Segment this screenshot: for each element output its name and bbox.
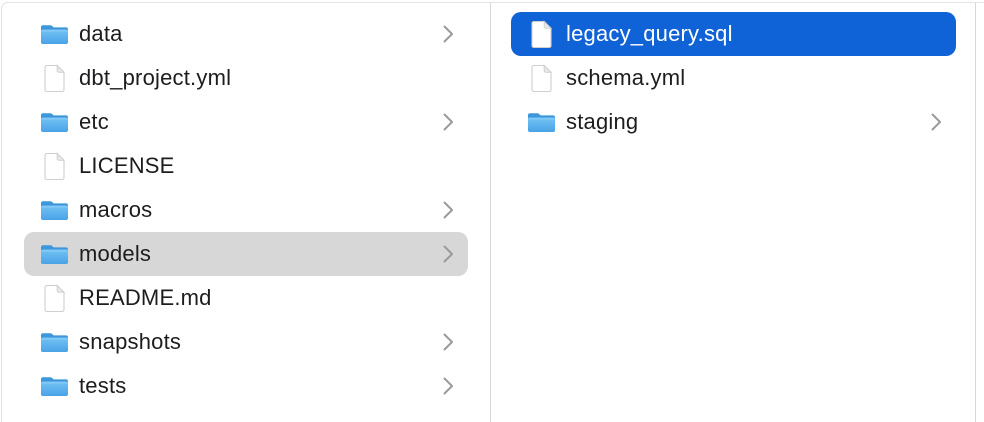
file-row-dbt_project.yml[interactable]: dbt_project.yml (24, 56, 468, 100)
folder-row-macros[interactable]: macros (24, 188, 468, 232)
row-icon-slot (526, 19, 556, 49)
file-row-schema.yml[interactable]: schema.yml (511, 56, 956, 100)
finder-column-empty (976, 3, 984, 422)
document-icon (43, 151, 65, 180)
chevron-right-icon (435, 245, 454, 263)
item-label: legacy_query.sql (566, 21, 733, 46)
finder-column-left[interactable]: data dbt_project.yml (2, 3, 491, 422)
item-label: schema.yml (566, 65, 686, 90)
document-icon (530, 63, 552, 92)
row-icon-slot (39, 110, 69, 134)
file-row-legacy_query.sql[interactable]: legacy_query.sql (511, 12, 956, 56)
row-icon-slot (39, 330, 69, 354)
finder-column-right[interactable]: legacy_query.sql schema.yml (491, 3, 976, 422)
file-row-LICENSE[interactable]: LICENSE (24, 144, 468, 188)
folder-icon (40, 201, 68, 220)
row-icon-slot (39, 374, 69, 398)
folder-row-staging[interactable]: staging (511, 100, 956, 144)
item-label: LICENSE (79, 153, 175, 178)
document-icon (43, 63, 65, 92)
chevron-right-icon (435, 377, 454, 395)
row-icon-slot (39, 283, 69, 313)
item-label: data (79, 21, 123, 46)
row-icon-slot (39, 22, 69, 46)
row-icon-slot (526, 110, 556, 134)
folder-row-etc[interactable]: etc (24, 100, 468, 144)
row-icon-slot (39, 198, 69, 222)
folder-row-data[interactable]: data (24, 12, 468, 56)
document-icon (43, 283, 65, 312)
folder-row-snapshots[interactable]: snapshots (24, 320, 468, 364)
file-row-README.md[interactable]: README.md (24, 276, 468, 320)
row-icon-slot (526, 63, 556, 93)
item-label: dbt_project.yml (79, 65, 232, 90)
chevron-right-icon (435, 201, 454, 219)
folder-icon (40, 333, 68, 352)
chevron-right-icon (435, 333, 454, 351)
folder-row-tests[interactable]: tests (24, 364, 468, 408)
folder-icon (40, 113, 68, 132)
chevron-right-icon (923, 113, 942, 131)
row-icon-slot (39, 63, 69, 93)
chevron-right-icon (435, 113, 454, 131)
folder-icon (40, 245, 68, 264)
item-label: tests (79, 373, 127, 398)
folder-icon (40, 377, 68, 396)
item-label: etc (79, 109, 109, 134)
chevron-right-icon (435, 25, 454, 43)
item-label: staging (566, 109, 639, 134)
item-label: models (79, 241, 152, 266)
document-icon (530, 19, 552, 48)
item-label: snapshots (79, 329, 182, 354)
row-icon-slot (39, 242, 69, 266)
folder-icon (40, 25, 68, 44)
row-icon-slot (39, 151, 69, 181)
folder-row-models[interactable]: models (24, 232, 468, 276)
item-label: macros (79, 197, 153, 222)
folder-icon (527, 113, 555, 132)
item-label: README.md (79, 285, 212, 310)
